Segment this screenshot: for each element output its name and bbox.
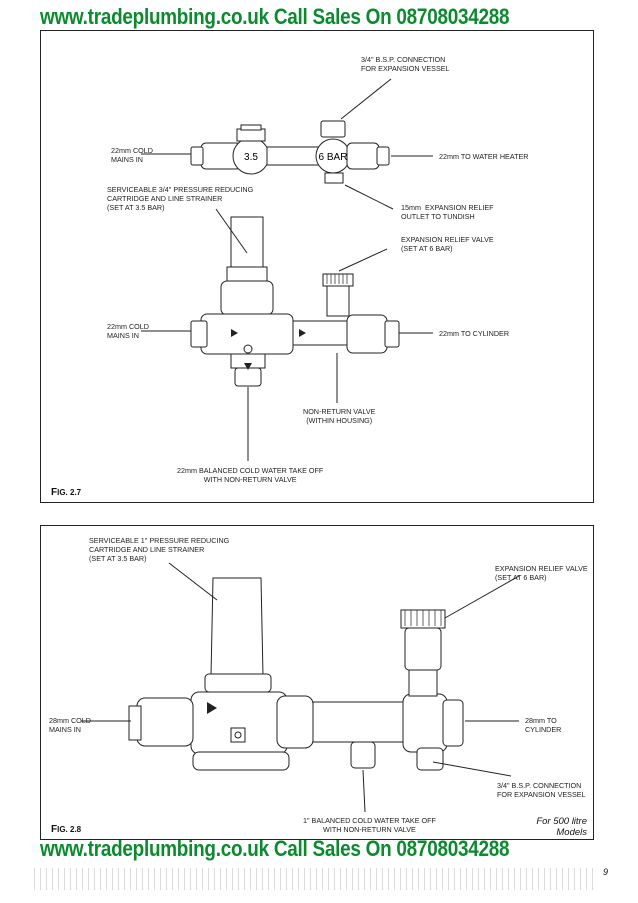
label-non-return-valve: NON-RETURN VALVE (WITHIN HOUSING) (303, 407, 376, 425)
figure-caption-2-7: FIG. 2.7 (51, 487, 82, 498)
label-to-water-heater: 22mm TO WATER HEATER (439, 152, 529, 161)
label-cold-mains-mid: 22mm COLD MAINS IN (107, 322, 149, 340)
label-to-cylinder: 22mm TO CYLINDER (439, 329, 510, 338)
label-balanced-take-off: 22mm BALANCED COLD WATER TAKE OFF WITH N… (177, 466, 324, 484)
label-relief-valve: EXPANSION RELIEF VALVE (SET AT 6 BAR) (401, 235, 494, 253)
figure-2-7: 3.5 6 BAR 3/4" B.S.P. CONNECTION FOR EXP… (40, 30, 594, 503)
valve-diagram-top: 3.5 6 BAR (141, 78, 433, 461)
label-bsp-connection: 3/4" B.S.P. CONNECTION FOR EXPANSION VES… (361, 55, 450, 73)
reducer-setting-mark: 3.5 (244, 152, 258, 163)
footer-strip (34, 868, 594, 890)
label-cold-mains-top: 22mm COLD MAINS IN (111, 146, 153, 164)
label-bsp-connection-2: 3/4" B.S.P. CONNECTION FOR EXPANSION VES… (497, 781, 586, 799)
label-cold-mains-28mm: 28mm COLD MAINS IN (49, 716, 91, 734)
label-pressure-reducing-cartridge-1in: SERVICEABLE 1" PRESSURE REDUCING CARTRID… (89, 536, 230, 563)
label-pressure-reducing-cartridge: SERVICEABLE 3/4" PRESSURE REDUCING CARTR… (107, 185, 254, 212)
valve-diagram-bottom (81, 562, 520, 813)
relief-setting-mark: 6 BAR (319, 152, 348, 163)
label-to-cylinder-28mm: 28mm TO CYLINDER (525, 716, 562, 734)
label-outlet-tundish: 15mm EXPANSION RELIEF OUTLET TO TUNDISH (401, 203, 494, 221)
label-relief-valve-2: EXPANSION RELIEF VALVE (SET AT 6 BAR) (495, 564, 588, 582)
figure-caption-2-8: FIG. 2.8 (51, 824, 82, 835)
figure-2-8: SERVICEABLE 1" PRESSURE REDUCING CARTRID… (40, 525, 594, 840)
banner-top[interactable]: www.tradeplumbing.co.uk Call Sales On 08… (40, 4, 510, 29)
label-balanced-take-off-1in: 1" BALANCED COLD WATER TAKE OFF WITH NON… (303, 816, 436, 834)
banner-bottom[interactable]: www.tradeplumbing.co.uk Call Sales On 08… (40, 836, 510, 861)
page-number: 9 (602, 867, 608, 877)
model-note: For 500 litre Models (536, 816, 587, 838)
